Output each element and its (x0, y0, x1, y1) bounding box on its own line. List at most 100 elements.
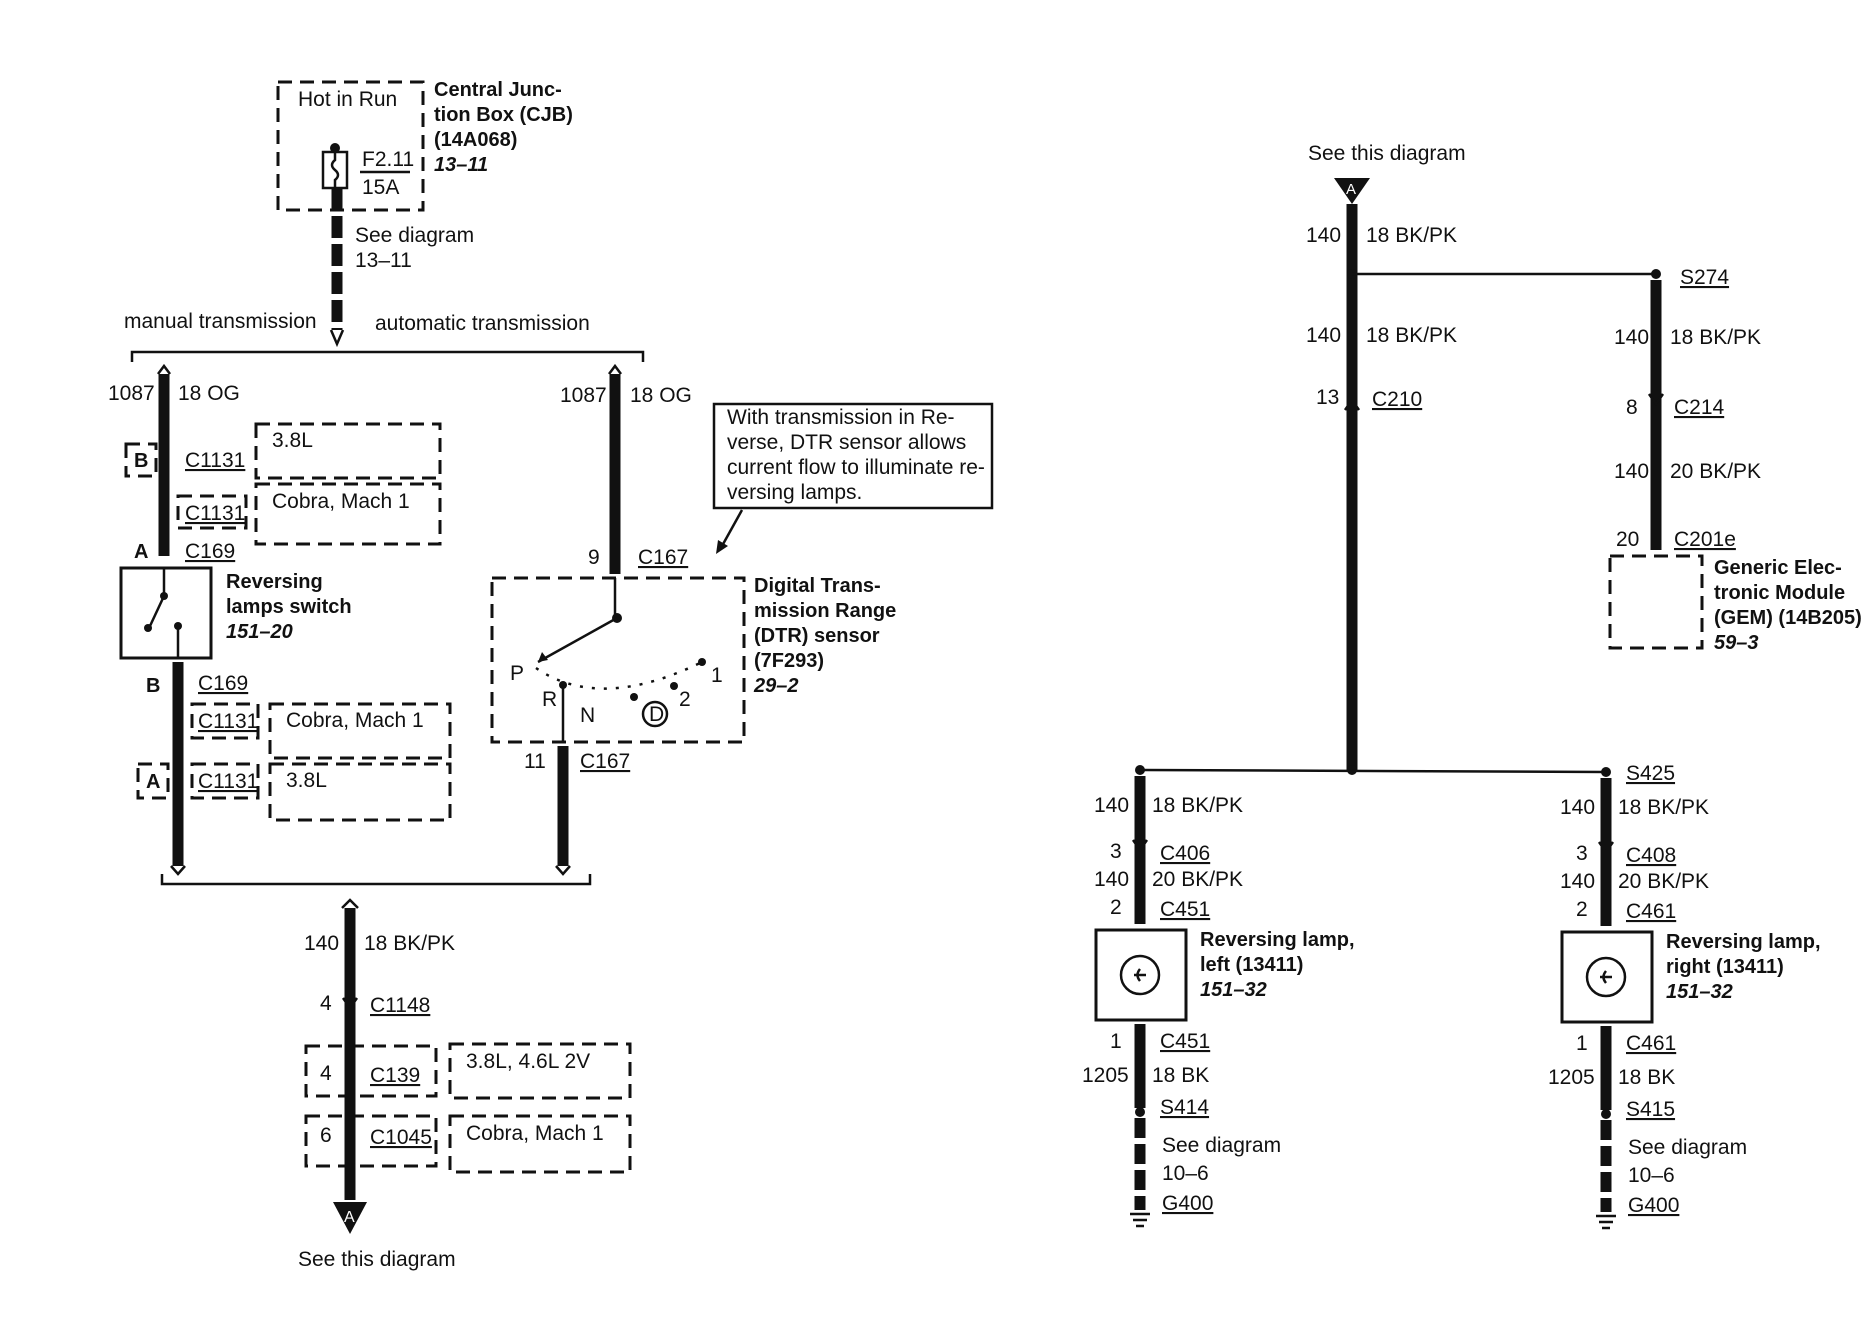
left-circuit-2: 140 (1094, 868, 1129, 891)
fuse-element-icon (330, 152, 340, 188)
dtr-title-line3: (DTR) sensor (754, 625, 880, 647)
note-cobra2: Cobra, Mach 1 (286, 709, 424, 732)
left-lamp-ref: 151–32 (1200, 979, 1267, 1001)
dtr-title-line1: Digital Trans- (754, 575, 881, 597)
cjb-see-diagram: See diagram (355, 224, 474, 247)
c408-connector: C408 (1626, 844, 1676, 867)
switch-title-line2: lamps switch (226, 596, 352, 618)
gem-title-line1: Generic Elec- (1714, 557, 1842, 579)
cjb-outline (276, 80, 425, 212)
gem-ref: 59–3 (1714, 632, 1759, 654)
c214-symbol-icon (1647, 393, 1665, 407)
dtr-title-line2: mission Range (754, 600, 896, 622)
c1131-connector-c: C1131 (198, 710, 258, 733)
note-arrow-line (720, 509, 744, 547)
right-lamp-bulb-icon (1585, 956, 1627, 998)
right-circuit-3: 1205 (1548, 1066, 1595, 1089)
dtr-selector-tip-icon (538, 652, 548, 662)
dtr-note-line3: current flow to illuminate re- (727, 456, 985, 479)
c406-pin: 3 (1110, 840, 1122, 863)
c406-symbol-icon (1131, 839, 1149, 853)
left-wire-2: 20 BK/PK (1152, 868, 1243, 891)
right-ground-label: G400 (1628, 1194, 1679, 1217)
c1148-pin: 4 (320, 992, 332, 1015)
right-lamp-title-line1: Reversing lamp, (1666, 931, 1821, 953)
dtr-pin-top: 9 (588, 546, 600, 569)
dtr-note-line2: verse, DTR sensor allows (727, 431, 966, 454)
left-see-ref: 10–6 (1162, 1162, 1209, 1185)
gem-wire-1: 18 BK/PK (1670, 326, 1761, 349)
dtr-pos-d-circle (641, 700, 669, 728)
dtr-pos-1: 1 (711, 664, 723, 687)
s414-splice (1135, 1107, 1145, 1117)
cjb-title-line1: Central Junc- (434, 79, 562, 101)
right-see-diagram: See diagram (1628, 1136, 1747, 1159)
manual-wire-size: 18 OG (178, 382, 240, 405)
pin-b-label: B (134, 450, 148, 472)
right-lamp-title-line2: right (13411) (1666, 956, 1784, 978)
c461b-connector: C461 (1626, 1032, 1676, 1055)
left-lamp-title-line1: Reversing lamp, (1200, 929, 1355, 951)
c201e-connector: C201e (1674, 528, 1736, 551)
pin-b2-label: B (146, 675, 160, 697)
left-lamp-bulb-icon (1119, 954, 1161, 996)
c210-pin: 13 (1316, 386, 1339, 409)
c214-pin: 8 (1626, 396, 1638, 419)
manual-wire-break-icon (157, 363, 171, 375)
pin-a2-box (136, 762, 170, 800)
cjb-title-line3: (14A068) (434, 129, 517, 151)
c1045-note: Cobra, Mach 1 (466, 1122, 604, 1145)
gem-circuit-1: 140 (1614, 326, 1649, 349)
cjb-title-line2: tion Box (CJB) (434, 104, 573, 126)
note-cobra-box (254, 482, 442, 546)
c1131-connector-a: C1131 (185, 449, 245, 472)
c169-top: C169 (185, 540, 235, 563)
note-3-8l-b: 3.8L (286, 769, 327, 792)
c214-connector: C214 (1674, 396, 1725, 419)
lamp-bus (1139, 768, 1607, 774)
cjb-ref: 13–11 (434, 154, 488, 176)
c167-top: C167 (638, 546, 688, 569)
c139-box (304, 1044, 438, 1098)
gem-title-line2: tronic Module (1714, 582, 1845, 604)
off-page-arrow-a-label: A (344, 1209, 355, 1226)
merge-see-this-diagram: See this diagram (298, 1248, 456, 1271)
manual-branch: 1087 18 OG B C1131 3.8L C1131 Cobra, Mac… (108, 363, 452, 876)
s415-label: S415 (1626, 1098, 1675, 1121)
s274-splice (1651, 269, 1661, 279)
c1131-connector-b: C1131 (185, 502, 245, 525)
left-reversing-lamp: 140 18 BK/PK 3 C406 140 20 BK/PK 2 C451 … (1082, 776, 1355, 1228)
cjb-wire-break-icon (329, 329, 345, 348)
c461-connector: C461 (1626, 900, 1676, 923)
manual-circuit: 1087 (108, 382, 155, 405)
transmission-bracket (130, 350, 645, 362)
dtr-note-line4: versing lamps. (727, 481, 862, 504)
s414-label: S414 (1160, 1096, 1209, 1119)
note-3-8l-box (254, 422, 442, 480)
note-arrow-head-icon (716, 540, 728, 554)
gem-wire-2: 20 BK/PK (1670, 460, 1761, 483)
switch-title-line1: Reversing (226, 571, 323, 593)
dtr-ref: 29–2 (753, 675, 799, 697)
merge-branch: 140 18 BK/PK 4 C1148 4 C139 3.8L, 4.6L 2… (160, 874, 632, 1271)
dtr-pos-d: D (649, 703, 664, 726)
left-ground-icon (1130, 1212, 1150, 1228)
left-see-diagram: See diagram (1162, 1134, 1281, 1157)
right-see-ref: 10–6 (1628, 1164, 1675, 1187)
c408-pin: 3 (1576, 842, 1588, 865)
gem-module-outline (1608, 554, 1704, 650)
gem-circuit-2: 140 (1614, 460, 1649, 483)
switch-pivot (144, 624, 152, 632)
c406-connector: C406 (1160, 842, 1210, 865)
trunk-top-circuit: 140 (1306, 224, 1341, 247)
right-wire-1: 18 BK/PK (1618, 796, 1709, 819)
c210-symbol-icon (1343, 397, 1361, 411)
right-reversing-lamp: 140 18 BK/PK 3 C408 140 20 BK/PK 2 C461 … (1548, 778, 1821, 1230)
dtr-pos-1-dot (698, 658, 706, 666)
s425-label: S425 (1626, 762, 1675, 785)
dtr-pos-n: N (580, 704, 595, 727)
manual-transmission-label: manual transmission (124, 310, 317, 333)
right-circuit-2: 140 (1560, 870, 1595, 893)
right-side: See this diagram A 140 18 BK/PK S274 140… (1082, 142, 1862, 1230)
auto-wire-size: 18 OG (630, 384, 692, 407)
